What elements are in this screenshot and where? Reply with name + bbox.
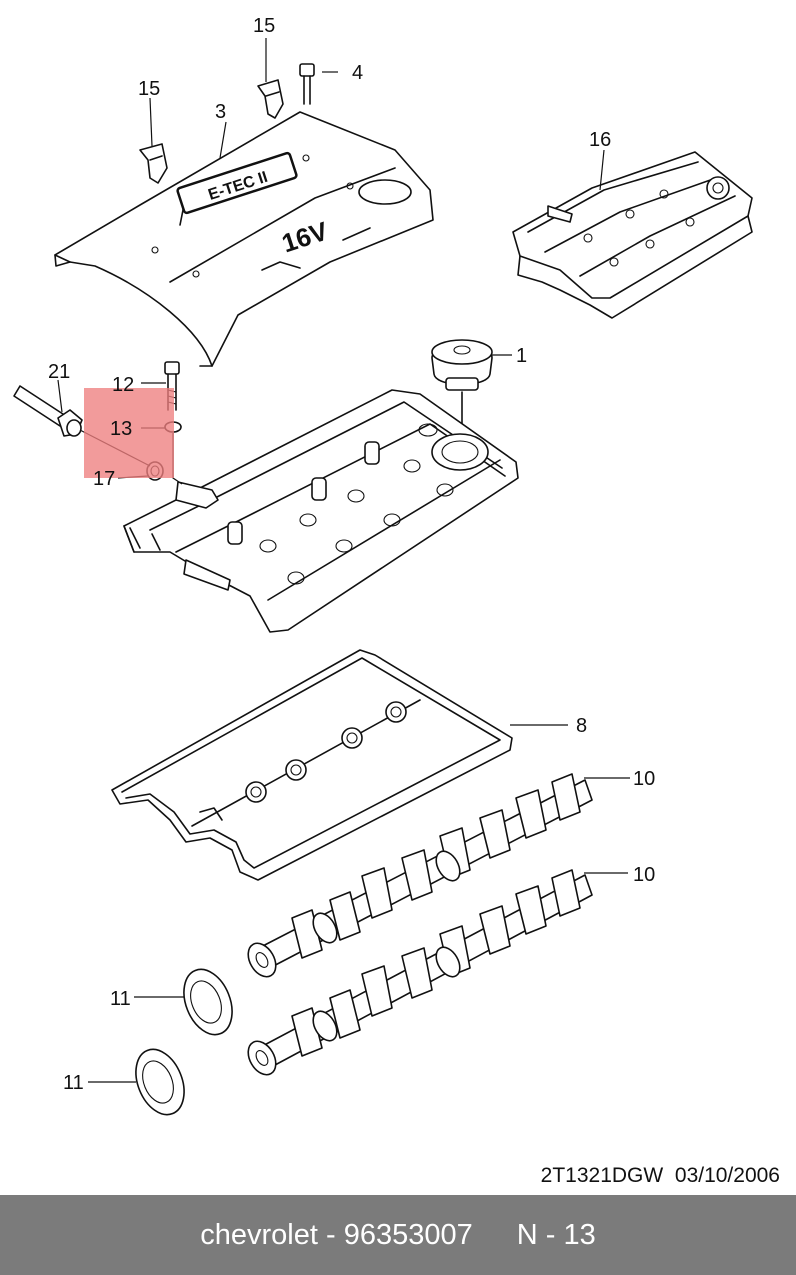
callout-12: 12: [112, 374, 134, 396]
camshaft-lower: [247, 869, 593, 1076]
oil-filler-cap: [431, 339, 493, 431]
callout-3: 3: [215, 101, 226, 123]
footer-page: N - 13: [516, 1218, 596, 1251]
callout-11-lower: 11: [63, 1072, 84, 1094]
callout-16: 16: [589, 129, 611, 151]
callout-11-upper: 11: [110, 988, 131, 1010]
leader-lines: [57, 38, 630, 1083]
footer-brand-part: chevrolet - 96353007: [200, 1218, 473, 1251]
engine-cover: E-TEC II 16V: [54, 111, 434, 367]
oil-seal-upper: [183, 968, 233, 1036]
footer-bar: chevrolet - 96353007 N - 13: [0, 1195, 796, 1275]
callout-15-right: 15: [253, 15, 275, 37]
callout-10-upper: 10: [633, 768, 655, 790]
drawing-code: 2T1321DGW 03/10/2006: [541, 1164, 780, 1187]
highlight-box: [84, 388, 174, 478]
valve-cover-gasket: [111, 649, 513, 881]
valve-cover: [123, 389, 519, 633]
clip-right: [257, 79, 284, 119]
valve-cover-assembly-small: [512, 151, 753, 319]
callout-1: 1: [516, 345, 527, 367]
camshaft-upper: [247, 773, 593, 978]
pcv-tube-21: [13, 385, 83, 437]
callout-15-left: 15: [138, 78, 160, 100]
callout-10-lower: 10: [633, 864, 655, 886]
clip-left: [139, 143, 168, 184]
callout-21: 21: [48, 361, 70, 383]
oil-seal-lower: [135, 1048, 185, 1116]
callout-17: 17: [93, 468, 115, 490]
callout-8: 8: [576, 715, 587, 737]
bolt-4: [299, 63, 315, 105]
callout-4: 4: [352, 62, 363, 84]
callout-13: 13: [110, 418, 132, 440]
exploded-parts-diagram: E-TEC II 16V: [13, 15, 780, 1187]
